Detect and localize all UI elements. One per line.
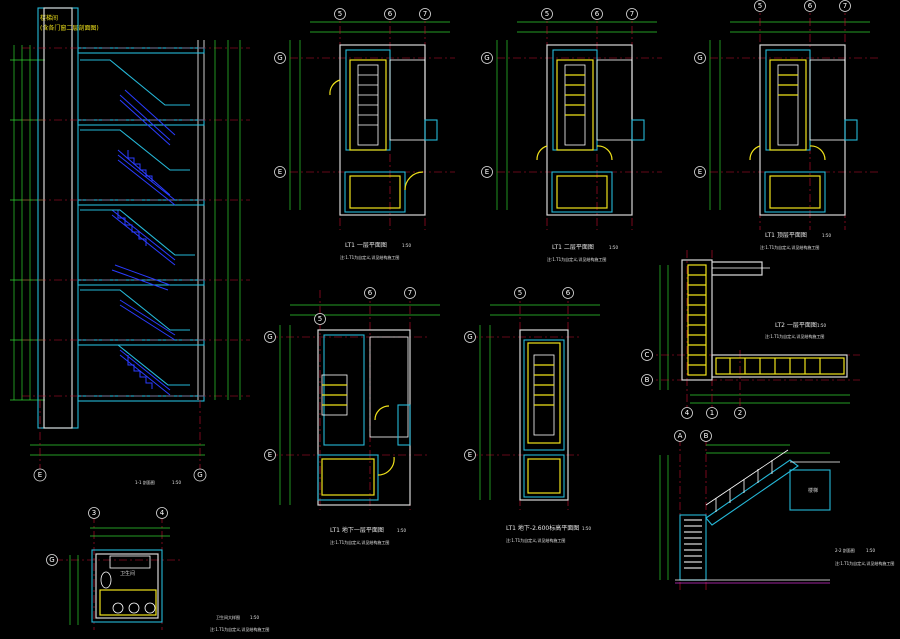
plan-lt1-basement: 5 6 7 G E LT1 地下一层平面图 1:50 注:1.T1为自定义,详见… <box>264 287 440 545</box>
plan1-axis-5: 5 <box>338 10 342 18</box>
section-title: 1-1 剖面图 <box>135 479 155 485</box>
plan5-axis-6: 6 <box>566 289 571 297</box>
plan4-axis-e: E <box>268 451 272 459</box>
plan-lt1-top-floor: 5 6 7 G E LT1 顶层平面图 1:50 注:1.T1为自定义,详见结构… <box>694 0 880 250</box>
plan4-note: 注:1.T1为自定义,详见结构施工图 <box>330 539 389 545</box>
plan5-scale: 1:50 <box>582 526 591 531</box>
plan3-title: LT1 顶层平面图 <box>765 232 807 239</box>
plan4-axis-7: 7 <box>408 289 412 297</box>
axis-bubble-g <box>193 468 207 482</box>
plan3-axis-7: 7 <box>843 2 847 10</box>
plan2-scale: 1:50 <box>609 245 618 250</box>
toilet-axis-4: 4 <box>160 509 165 517</box>
plan2-axis-e: E <box>485 168 489 176</box>
plan4-title: LT1 地下一层平面图 <box>330 526 384 534</box>
plan4-axis-g: G <box>267 333 272 341</box>
plan2-axis-6: 6 <box>595 10 600 18</box>
plan5-title: LT1 地下-2.600标高平面图 <box>506 524 579 532</box>
plan2-title: LT1 二层平面图 <box>552 244 594 251</box>
plan3-axis-6: 6 <box>808 2 813 10</box>
bb-note: 注:1.T1为自定义,详见结构施工图 <box>835 560 894 566</box>
plan1-axis-e: E <box>278 168 282 176</box>
plan1-axis-6: 6 <box>388 10 393 18</box>
plan-lt2-first-floor: C B 4 1 2 LT2 一层平面图 1:50 注:1.T1为自定义,详见结构… <box>641 250 860 419</box>
plan5-note: 注:1.T1为自定义,详见结构施工图 <box>506 537 565 543</box>
plan5-axis-g: G <box>467 333 472 341</box>
plan3-axis-e: E <box>698 168 702 176</box>
section-scale: 1:50 <box>172 480 181 485</box>
axis-label-g: G <box>197 471 202 479</box>
section-1-1: 楼梯间 (含各门窗二层剖面图) <box>10 7 250 485</box>
bb-scale: 1:50 <box>866 548 875 553</box>
plan5-axis-e: E <box>468 451 472 459</box>
lt2-axis-1: 1 <box>710 409 714 417</box>
plan1-axis-g: G <box>277 54 282 62</box>
plan2-axis-g: G <box>484 54 489 62</box>
toilet-title: 卫生间大样图 <box>216 614 240 620</box>
lt2-scale: 1:50 <box>817 323 826 328</box>
plan4-axis-5: 5 <box>318 315 322 323</box>
plan1-note: 注:1.T1为自定义,详见结构施工图 <box>340 254 399 260</box>
header-note-line2: (含各门窗二层剖面图) <box>40 24 99 32</box>
header-note-line1: 楼梯间 <box>40 14 58 22</box>
plan5-axis-5: 5 <box>518 289 522 297</box>
lt2-axis-4: 4 <box>685 409 690 417</box>
plan2-axis-7: 7 <box>630 10 634 18</box>
plan2-axis-5: 5 <box>545 10 549 18</box>
plan3-axis-g: G <box>697 54 702 62</box>
plan1-axis-7: 7 <box>423 10 427 18</box>
axis-bubble-e <box>33 468 47 482</box>
plan4-axis-6: 6 <box>368 289 373 297</box>
plan3-axis-5: 5 <box>758 2 762 10</box>
toilet-axis-3: 3 <box>92 509 96 517</box>
plan-lt1-minus-2600: 5 6 G E LT1 地下-2.600标高平面图 1:50 注:1.T1为自定… <box>464 287 600 543</box>
plan4-scale: 1:50 <box>397 528 406 533</box>
lt2-axis-b: B <box>645 376 650 384</box>
bb-label: 楼梯 <box>808 487 818 494</box>
plan2-note: 注:1.T1为自定义,详见结构施工图 <box>547 256 606 262</box>
bb-axis-b: B <box>704 432 709 440</box>
bb-title: 2-2 剖面图 <box>835 547 855 553</box>
plan-lt1-first-floor: 5 6 7 G E LT1 一层平面图 1:50 注:1.T1为自定义,详见结构… <box>274 8 455 260</box>
plan1-scale: 1:50 <box>402 243 411 248</box>
toilet-label: 卫生间 <box>120 570 135 577</box>
toilet-scale: 1:50 <box>250 615 259 620</box>
axis-label-e: E <box>38 471 42 479</box>
lt2-title: LT2 一层平面图 <box>775 322 817 329</box>
lt2-axis-c: C <box>645 351 650 359</box>
toilet-axis-g: G <box>49 556 54 564</box>
lt2-axis-2: 2 <box>738 409 742 417</box>
plan1-title: LT1 一层平面图 <box>345 242 387 249</box>
lt2-note: 注:1.T1为自定义,详见结构施工图 <box>765 333 824 339</box>
toilet-note: 注:1.T1为自定义,详见结构施工图 <box>210 626 269 632</box>
section-2-2: 楼梯 A B 2-2 剖面图 1:50 注:1.T1为自定义,详见结构施工图 <box>659 430 894 590</box>
plan3-note: 注:1.T1为自定义,详见结构施工图 <box>760 244 819 250</box>
plan-lt1-second-floor: 5 6 7 G E LT1 二层平面图 1:50 注:1.T1为自定义,详见结构… <box>481 8 662 262</box>
plan3-scale: 1:50 <box>822 233 831 238</box>
bb-axis-a: A <box>678 432 683 440</box>
toilet-detail: 卫生间 3 4 G 卫生间大样图 1:50 注:1.T1为自定义,详见结构施工图 <box>46 507 269 632</box>
